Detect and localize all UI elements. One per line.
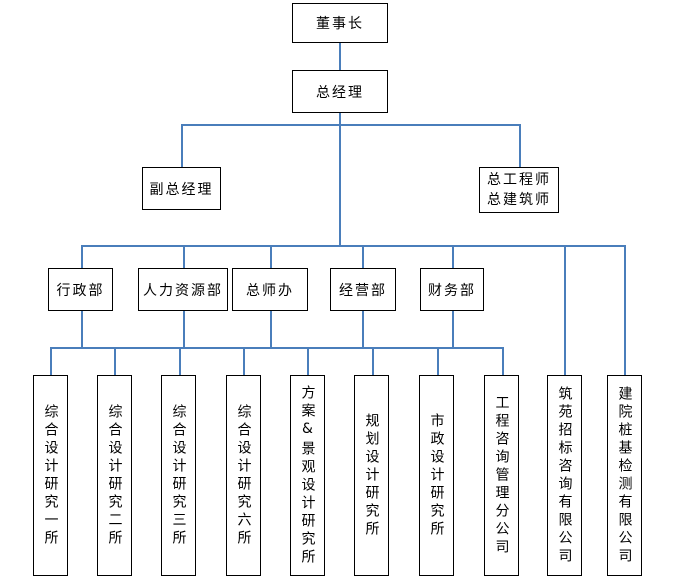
subsidiary-label: 综合设计研究一所 <box>42 403 59 548</box>
connector-tier2-bus <box>181 124 520 126</box>
connector-drop-dept-3 <box>270 245 272 269</box>
connector-drop-chief-engineer <box>519 124 521 168</box>
connector-drop-dept-5 <box>452 245 454 269</box>
connector-drop-subsidiary-2 <box>114 347 116 376</box>
connector-dept-2-down <box>183 311 185 348</box>
connector-drop-dept-2 <box>183 245 185 269</box>
connector-drop-subsidiary-4 <box>243 347 245 376</box>
org-node-scheme-landscape-institute: 方案&景观设计研究所 <box>290 375 325 576</box>
org-node-planning-design-institute: 规划设计研究所 <box>354 375 389 576</box>
subsidiary-label: 建院桩基检测有限公司 <box>616 385 633 566</box>
org-node-dept-operations: 经营部 <box>330 268 396 311</box>
org-node-municipal-design-institute: 市政设计研究所 <box>419 375 454 576</box>
dept-label: 财务部 <box>428 282 476 299</box>
connector-drop-subsidiary-6 <box>372 347 374 376</box>
connector-chairman-gm <box>339 43 341 70</box>
connector-drop-deputy-gm <box>181 124 183 167</box>
org-node-design-institute-6: 综合设计研究六所 <box>226 375 261 576</box>
org-node-deputy-general-manager-label: 副总经理 <box>149 181 214 198</box>
subsidiary-label: 综合设计研究三所 <box>170 403 187 548</box>
connector-drop-subsidiary-10 <box>624 245 626 376</box>
org-node-dept-finance: 财务部 <box>420 268 484 311</box>
connector-dept-5-down <box>452 311 454 348</box>
org-node-design-institute-2: 综合设计研究二所 <box>97 375 132 576</box>
subsidiary-label: 综合设计研究二所 <box>106 403 123 548</box>
connector-dept-4-down <box>362 311 364 348</box>
org-node-chief-engineer-architect: 总工程师 总建筑师 <box>479 167 559 213</box>
subsidiary-label: 筑苑招标咨询有限公司 <box>556 385 573 566</box>
org-node-jianyuan-pile-testing: 建院桩基检测有限公司 <box>607 375 642 576</box>
connector-drop-subsidiary-5 <box>307 347 309 376</box>
dept-label: 经营部 <box>339 282 387 299</box>
connector-drop-dept-1 <box>81 245 83 269</box>
dept-label: 总师办 <box>246 282 294 299</box>
connector-drop-subsidiary-8 <box>502 347 504 376</box>
dept-label: 人力资源部 <box>143 282 223 299</box>
connector-subsidiary-bus <box>50 347 503 349</box>
connector-dept-3-down <box>270 311 272 348</box>
connector-gm-trunk <box>339 113 341 246</box>
org-node-design-institute-1: 综合设计研究一所 <box>33 375 68 576</box>
connector-drop-dept-4 <box>362 245 364 269</box>
org-node-zhuyuan-bidding-consulting: 筑苑招标咨询有限公司 <box>547 375 582 576</box>
chief-architect-label: 总建筑师 <box>487 192 551 208</box>
org-node-chairman-label: 董事长 <box>316 16 364 32</box>
org-node-dept-human-resources: 人力资源部 <box>138 268 228 311</box>
org-node-dept-chief-engineer-office: 总师办 <box>232 268 308 311</box>
subsidiary-label: 规划设计研究所 <box>363 412 380 539</box>
subsidiary-label: 工程咨询管理分公司 <box>493 394 510 557</box>
org-node-general-manager-label: 总经理 <box>316 84 364 101</box>
subsidiary-label: 综合设计研究六所 <box>235 403 252 548</box>
subsidiary-label: 市政设计研究所 <box>428 412 445 539</box>
connector-dept-1-down <box>81 311 83 348</box>
org-node-design-institute-3: 综合设计研究三所 <box>161 375 196 576</box>
connector-drop-subsidiary-9 <box>564 245 566 376</box>
connector-dept-bus <box>81 245 625 247</box>
org-node-dept-administration: 行政部 <box>48 268 113 311</box>
org-node-chairman: 董事长 <box>292 3 388 43</box>
dept-label: 行政部 <box>56 282 105 299</box>
org-node-deputy-general-manager: 副总经理 <box>142 167 221 210</box>
chief-engineer-label: 总工程师 <box>487 172 551 188</box>
connector-drop-subsidiary-1 <box>50 347 52 376</box>
subsidiary-label: 方案&景观设计研究所 <box>299 384 316 567</box>
connector-drop-subsidiary-7 <box>437 347 439 376</box>
connector-drop-subsidiary-3 <box>179 347 181 376</box>
org-node-engineering-consulting-branch: 工程咨询管理分公司 <box>484 375 519 576</box>
org-node-general-manager: 总经理 <box>292 70 388 113</box>
